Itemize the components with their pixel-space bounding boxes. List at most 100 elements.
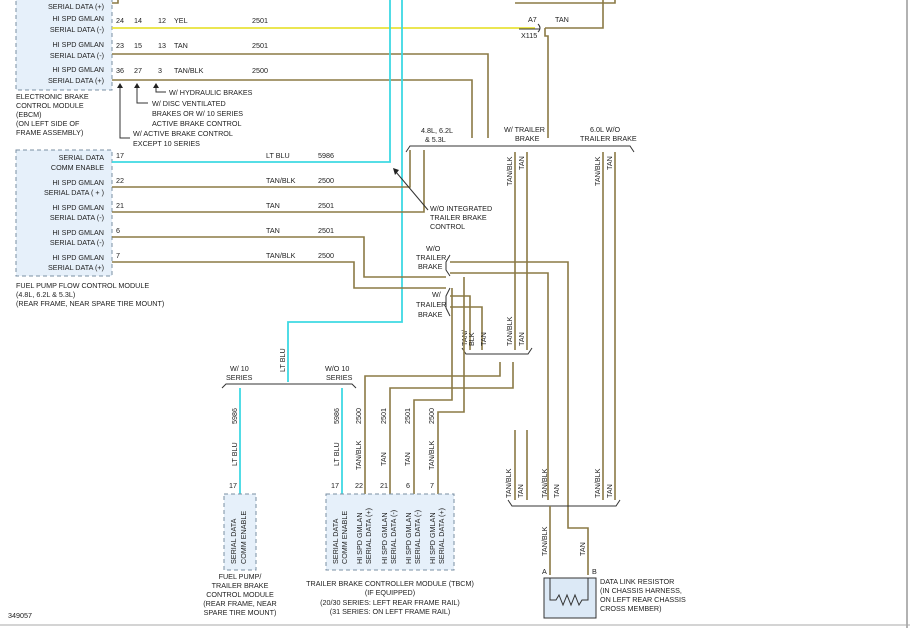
x115-color: TAN [555, 15, 569, 24]
fpfcm-pin2-color: TAN/BLK [266, 176, 296, 185]
fp-tbcm-name-2: TRAILER BRAKE [212, 581, 269, 590]
fpfcm-pin5-circuit: 2500 [318, 251, 334, 260]
res-lbl-tan: TAN [578, 542, 587, 556]
tbcm-pin4-cav: 6 [406, 481, 410, 490]
fpfcm-pin4-label2: SERIAL DATA (-) [50, 238, 104, 247]
arrow-head-2 [134, 83, 140, 88]
wo-trailer-wire-1 [450, 261, 569, 520]
fpfcm-pin3-label1: HI SPD GMLAN [52, 203, 104, 212]
wo-integrated-arrow [395, 171, 429, 211]
fpfcm-pin4-cav: 6 [116, 226, 120, 235]
w10-1: W/ 10 [230, 364, 249, 373]
ebcm-pin4-circuit: 2500 [252, 66, 268, 75]
ebcm-pin3-cav: 23 [116, 41, 124, 50]
wo10-2: SERIES [326, 373, 353, 382]
wo-trailer-1: W/O [426, 244, 441, 253]
tbcm-w21-color: TAN [379, 452, 388, 466]
fpfcm-pin4-label1: HI SPD GMLAN [52, 228, 104, 237]
series-bracket [221, 383, 357, 389]
wo-integrated-2: TRAILER BRAKE [430, 213, 487, 222]
res-pin-b: B [592, 567, 597, 576]
fpfcm-pin1-circuit: 5986 [318, 151, 334, 160]
fp-tbcm-name-5: SPARE TIRE MOUNT) [204, 608, 277, 617]
w-trailer-3: BRAKE [418, 310, 443, 319]
tbcm-w22-circuit: 2500 [354, 408, 363, 424]
fpfcm-wire-7 [112, 261, 446, 289]
res-name-4: CROSS MEMBER) [600, 604, 662, 613]
res-pin-a: A [542, 567, 547, 576]
lr-lbl-tan-2: TAN [552, 484, 561, 498]
fpfcm-name-2: (4.8L, 6.2L & 5.3L) [16, 290, 75, 299]
fpfcm-wire-22 [112, 150, 411, 188]
fpfcm-name-1: FUEL PUMP FLOW CONTROL MODULE [16, 281, 149, 290]
ebcm-pin2-color: YEL [174, 16, 188, 25]
ltblu-riser [287, 0, 403, 382]
ebcm-pin3-color: TAN [174, 41, 188, 50]
with-trailer-1: W/ TRAILER [504, 125, 545, 134]
tbcm-name-1: TRAILER BRAKE CONTROLLER MODULE (TBCM) [306, 579, 474, 588]
ebcm-note-active-2: EXCEPT 10 SERIES [133, 139, 200, 148]
fp-tbcm-name-4: (REAR FRAME, NEAR [203, 599, 276, 608]
lt-blu-vert-lbl: LT BLU [278, 348, 287, 372]
fpfcm-pin1-color: LT BLU [266, 151, 290, 160]
ebcm-note-hydraulic: W/ HYDRAULIC BRAKES [169, 88, 253, 97]
resistor-symbol [549, 578, 589, 607]
tbcm-pin3-l1: HI SPD GMLAN [380, 512, 389, 564]
arrow-head-1 [117, 83, 123, 88]
tbcm-pin3-cav: 21 [380, 481, 388, 490]
engine-option-2: & 5.3L [425, 135, 446, 144]
fp-tbcm-pin-2: COMM ENABLE [239, 511, 248, 564]
tbcm-w7-color: TAN/BLK [427, 440, 436, 470]
fpfcm-wire-6 [112, 236, 446, 278]
w-trailer-bracket [445, 287, 451, 317]
ebcm-pin3-label2: SERIAL DATA (-) [50, 51, 104, 60]
tbcm-pin4-l1: HI SPD GMLAN [404, 512, 413, 564]
six-liter-1: 6.0L W/O [590, 125, 620, 134]
trunk-lbl-tanblk-1: TAN/BLK [505, 156, 514, 186]
fp-tbcm-pin-1: SERIAL DATA [229, 518, 238, 564]
tbcm-wire-22 [364, 362, 501, 495]
ebcm-note-disc-3: ACTIVE BRAKE CONTROL [152, 119, 241, 128]
ebcm-pin2-b: 12 [158, 16, 166, 25]
res-lbl-tanblk: TAN/BLK [540, 526, 549, 556]
ebcm-name-3: (EBCM) [16, 110, 42, 119]
w10-2: SERIES [226, 373, 253, 382]
ebcm-pin3-b: 13 [158, 41, 166, 50]
tbcm-pin2-cav: 22 [355, 481, 363, 490]
x115-connector-mark [537, 23, 541, 33]
ebcm-module-box [15, 0, 113, 91]
wo-integrated-3: CONTROL [430, 222, 465, 231]
fpfcm-pin5-cav: 7 [116, 251, 120, 260]
tbcm-w7-circuit: 2500 [427, 408, 436, 424]
with-trailer-2: BRAKE [515, 134, 540, 143]
lr-lbl-tanblk-1: TAN/BLK [504, 468, 513, 498]
ebcm-name-5: FRAME ASSEMBLY) [16, 128, 83, 137]
six-liter-2: TRAILER BRAKE [580, 134, 637, 143]
x115-down-wire [544, 28, 549, 138]
wo-trailer-wire-2 [450, 272, 549, 500]
w-trailer-wire-1 [450, 295, 471, 350]
ebcm-note-disc-1: W/ DISC VENTILATED [152, 99, 226, 108]
fpfcm-pin3-cav: 21 [116, 201, 124, 210]
ebcm-pin1-label1: SERIAL DATA (+) [48, 2, 104, 11]
lr-lbl-tanblk-3: TAN/BLK [593, 468, 602, 498]
sw-lbl-tanblk: TAN/BLK [505, 316, 514, 346]
trunk-lbl-tanblk-2: TAN/BLK [593, 156, 602, 186]
ebcm-pin4-label1: HI SPD GMLAN [52, 65, 104, 74]
tbcm-pin1-l1: SERIAL DATA [331, 518, 340, 564]
w-trailer-2: TRAILER [416, 300, 446, 309]
wo-trailer-2: TRAILER [416, 253, 446, 262]
wo-integrated-1: W/O INTEGRATED [430, 204, 492, 213]
lr-lbl-tan-3: TAN [605, 484, 614, 498]
fpfcm-pin1-label2: COMM ENABLE [51, 163, 104, 172]
ebcm-pin4-b: 3 [158, 66, 162, 75]
x115-wire [545, 0, 604, 29]
ebcm-name-1: ELECTRONIC BRAKE [16, 92, 89, 101]
ebcm-name-4: (ON LEFT SIDE OF [16, 119, 80, 128]
wo-trailer-bracket [445, 254, 451, 277]
wo-trailer-3: BRAKE [418, 262, 443, 271]
fpfcm-name-3: (REAR FRAME, NEAR SPARE TIRE MOUNT) [16, 299, 164, 308]
arrow-head-3 [153, 83, 159, 88]
tbcm-box [325, 493, 455, 571]
